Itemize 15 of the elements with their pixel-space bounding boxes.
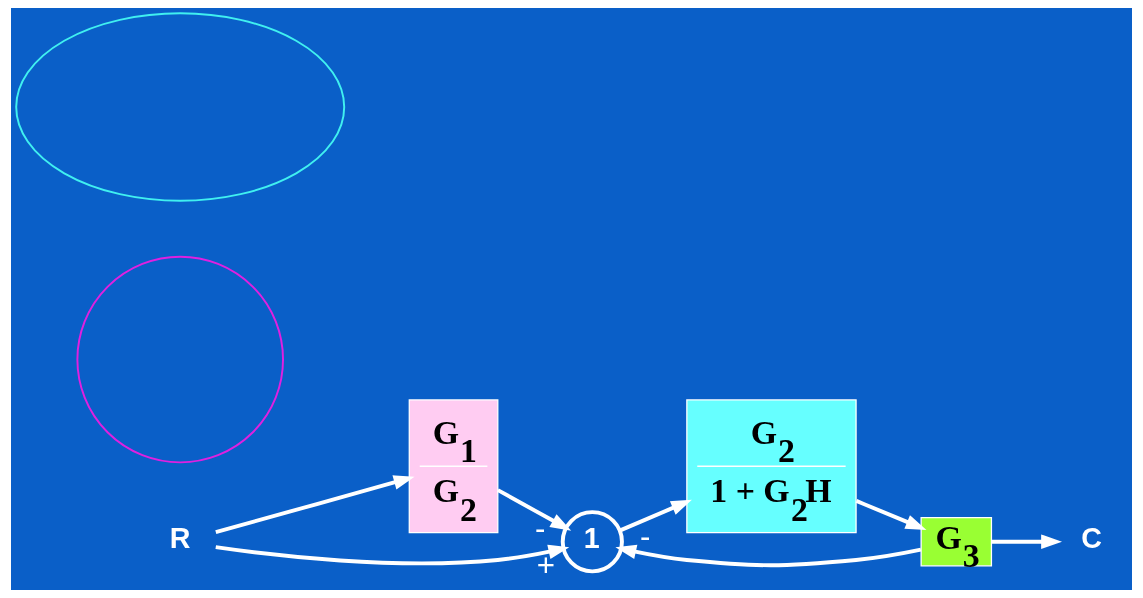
node-circle: 1 [560,510,624,574]
arrow [497,488,572,531]
arrow [215,475,415,535]
arrow [855,499,927,530]
node-ellipse [15,12,346,202]
node-text: R [169,521,191,554]
edge-label: - [534,510,546,546]
arrow [215,544,570,566]
edge-label: - [640,518,651,554]
arrow [618,499,692,533]
node-circle [76,255,284,464]
arrow [615,544,922,568]
edge-label: + [536,547,555,583]
arrow [991,534,1062,550]
node-text: C [1081,521,1102,554]
